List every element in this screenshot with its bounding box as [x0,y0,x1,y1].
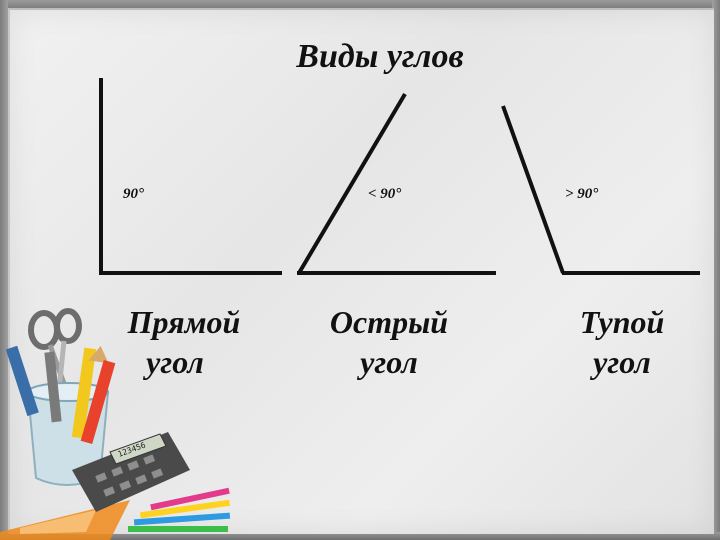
right-angle-name-line1: Прямой [127,304,241,340]
scissors-icon [28,308,82,401]
obtuse-angle-name-line1: Тупой [579,304,665,340]
right-angle-degree-label: 90° [123,186,144,202]
right-angle-name: Прямой угол [104,302,264,382]
calculator-icon [72,432,190,512]
acute-angle-figure [297,92,496,275]
obtuse-angle-name-line2: угол [593,344,651,380]
acute-angle-name-line2: угол [360,344,418,380]
pencils-icon [5,345,116,445]
board-frame-bottom [0,532,720,540]
obtuse-angle-degree-label: > 90° [565,186,599,202]
board-frame-left [0,0,8,540]
acute-angle-name: Острый угол [306,302,472,382]
triangle-ruler-icon [0,500,130,540]
acute-angle-name-line1: Острый [329,304,449,340]
right-angle-name-line2: угол [146,344,204,380]
slide-title: Виды углов [296,38,464,75]
right-angle-figure [99,78,282,275]
board-frame-top [0,0,720,8]
obtuse-angle-figure [501,105,700,275]
obtuse-angle-name: Тупой угол [552,302,692,382]
board-frame-right [712,0,720,540]
crayons-icon [128,487,231,532]
acute-angle-degree-label: < 90° [368,186,402,202]
